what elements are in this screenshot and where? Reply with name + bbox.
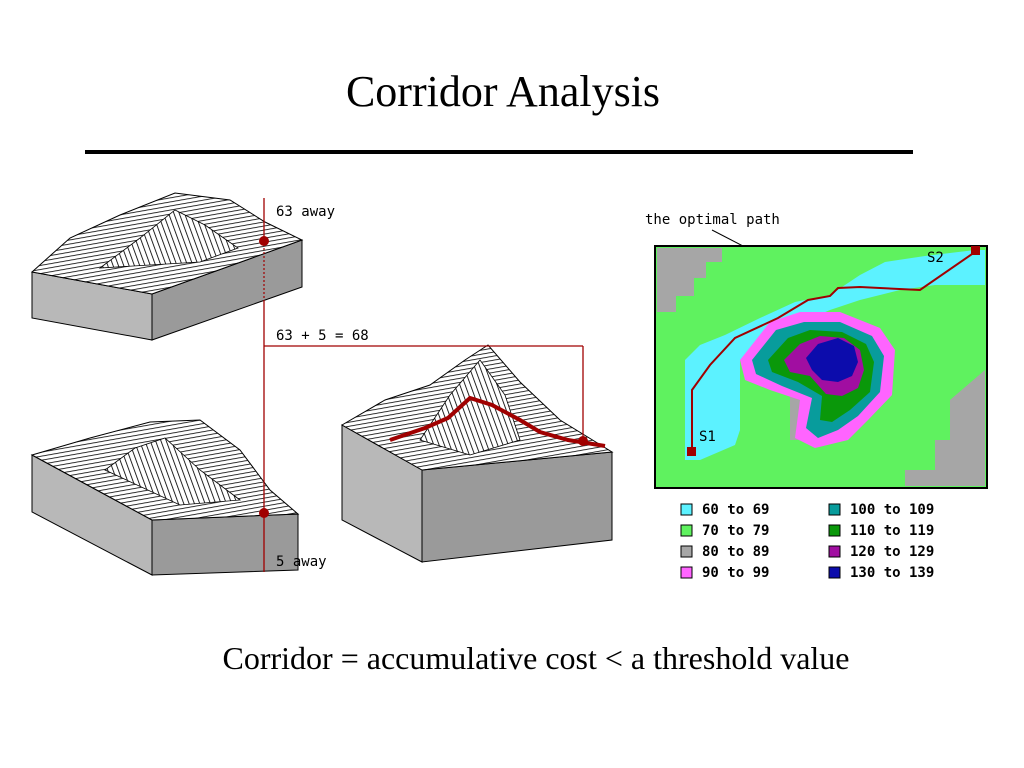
- optimal-path-label: the optimal path: [645, 212, 780, 228]
- label-sum: 63 + 5 = 68: [276, 328, 369, 344]
- cost-map: [654, 245, 988, 489]
- legend-swatch: [680, 566, 693, 579]
- slide-caption: Corridor = accumulative cost < a thresho…: [222, 640, 850, 676]
- start-label: S1: [699, 429, 716, 445]
- label-bottom-distance: 5 away: [276, 554, 327, 570]
- legend-swatch: [828, 566, 841, 579]
- legend-swatch: [680, 524, 693, 537]
- terrain-block-bottom: [30, 419, 300, 576]
- end-label: S2: [927, 250, 944, 266]
- point-marker-bottom: [259, 508, 269, 518]
- legend-label: 100 to 109: [850, 502, 934, 518]
- legend-label: 60 to 69: [702, 502, 769, 518]
- end-point-marker: [971, 246, 980, 255]
- legend-swatch: [828, 503, 841, 516]
- corridor-figure: 63 away 63 + 5 = 68 5 away the optimal p…: [30, 192, 988, 581]
- legend-label: 130 to 139: [850, 565, 934, 581]
- title-rule: [85, 150, 913, 154]
- optimal-path: [691, 251, 976, 452]
- legend-swatch: [680, 503, 693, 516]
- accumulation-connector: [259, 198, 584, 572]
- legend-swatch: [828, 524, 841, 537]
- start-point-marker: [687, 447, 696, 456]
- legend-label: 70 to 79: [702, 523, 769, 539]
- terrain-block-corridor: [340, 344, 614, 563]
- point-marker-top: [259, 236, 269, 246]
- legend-label: 110 to 119: [850, 523, 934, 539]
- legend-swatch: [828, 545, 841, 558]
- legend-label: 120 to 129: [850, 544, 934, 560]
- legend-swatch: [680, 545, 693, 558]
- corridor-path-3d: [389, 395, 606, 448]
- terrain-block-top: [30, 192, 304, 341]
- legend-label: 80 to 89: [702, 544, 769, 560]
- slide-title: Corridor Analysis: [345, 67, 661, 116]
- cost-legend: 60 to 69 70 to 79 80 to 89 90 to 99 100 …: [680, 502, 934, 581]
- legend-label: 90 to 99: [702, 565, 769, 581]
- label-top-distance: 63 away: [276, 204, 335, 220]
